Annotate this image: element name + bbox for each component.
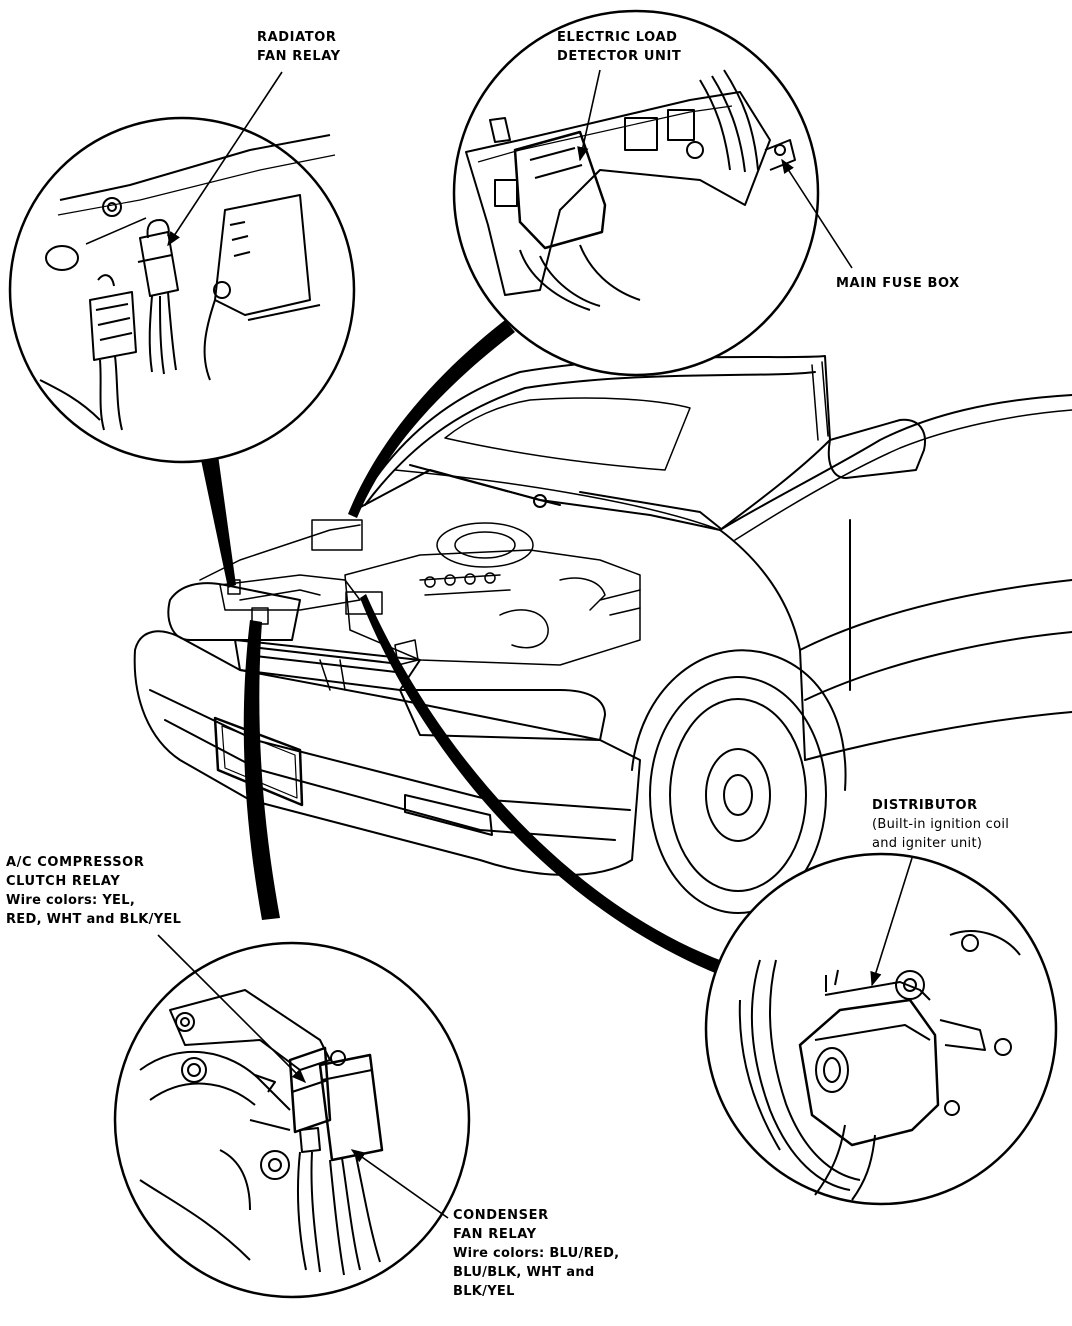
radiator-fan-relay-label-line1: RADIATOR bbox=[257, 30, 337, 45]
radiator-relay-arrow bbox=[167, 71, 283, 247]
wiper-right bbox=[579, 491, 721, 529]
ac-condenser-relay-detail bbox=[113, 941, 471, 1299]
distributor-label-line1: (Built-in ignition coil bbox=[872, 817, 1010, 832]
wheel-arch bbox=[631, 649, 847, 791]
ac-compressor-wire-colors-line2: RED, WHT and BLK/YEL bbox=[6, 912, 182, 927]
fog-lamp bbox=[404, 794, 493, 836]
condenser-fan-relay-body bbox=[318, 1053, 384, 1162]
radiator-fan-relay-detail bbox=[8, 116, 356, 464]
radiator-relay-body bbox=[139, 231, 179, 297]
distributor-sketch bbox=[738, 930, 1021, 1201]
electric-load-detector-label-line1: ELECTRIC LOAD bbox=[557, 30, 678, 45]
ac-clutch-relay-body bbox=[288, 1046, 332, 1134]
radiator-support bbox=[219, 574, 361, 611]
ac-compressor-label-line1: A/C COMPRESSOR bbox=[6, 855, 145, 870]
grille bbox=[234, 639, 421, 691]
front-bumper bbox=[133, 630, 641, 876]
ac-compressor-wire-colors-line1: Wire colors: YEL, bbox=[6, 893, 136, 908]
distributor-label-title: DISTRIBUTOR bbox=[872, 798, 978, 813]
main-fuse-box-label: MAIN FUSE BOX bbox=[836, 274, 960, 293]
fuse-box-sketch bbox=[465, 69, 796, 311]
condenser-wire-colors-line3: BLK/YEL bbox=[453, 1284, 515, 1299]
radiator-relay-sketch bbox=[39, 134, 336, 431]
condenser-relay-arrow bbox=[350, 1149, 449, 1219]
electric-load-detector-label: ELECTRIC LOAD DETECTOR UNIT bbox=[557, 28, 681, 66]
distributor-label-line2: and igniter unit) bbox=[872, 836, 983, 851]
wheel-hub bbox=[705, 748, 771, 842]
side-mirror bbox=[827, 418, 926, 479]
condenser-label-line1: CONDENSER bbox=[453, 1208, 549, 1223]
radiator-fan-relay-label: RADIATOR FAN RELAY bbox=[257, 28, 341, 66]
relay-pair-sketch bbox=[139, 989, 384, 1276]
callout-arrows bbox=[157, 69, 913, 1219]
right-headlamp bbox=[399, 689, 606, 741]
load-detector-arrow bbox=[577, 69, 601, 162]
main-fuse-box-arrow bbox=[781, 158, 853, 269]
distributor-label: DISTRIBUTOR (Built-in ignition coil and … bbox=[872, 796, 1009, 853]
license-plate bbox=[213, 716, 304, 807]
radiator-fan-relay-label-line2: FAN RELAY bbox=[257, 49, 341, 64]
leader-bands bbox=[200, 320, 725, 975]
left-headlamp bbox=[167, 582, 301, 641]
main-fuse-box-label-text: MAIN FUSE BOX bbox=[836, 276, 960, 291]
condenser-fan-relay-label: CONDENSER FAN RELAY Wire colors: BLU/RED… bbox=[453, 1206, 619, 1301]
ac-compressor-clutch-relay-label: A/C COMPRESSOR CLUTCH RELAY Wire colors:… bbox=[6, 853, 181, 929]
condenser-wire-colors-line1: Wire colors: BLU/RED, bbox=[453, 1246, 620, 1261]
bay-relay-box bbox=[311, 519, 363, 551]
wiper-left bbox=[409, 464, 561, 506]
ac-compressor-label-line2: CLUTCH RELAY bbox=[6, 874, 121, 889]
distributor-arrow bbox=[870, 857, 913, 987]
distributor-body bbox=[798, 998, 940, 1147]
car-illustration bbox=[133, 355, 1072, 914]
hood-outline bbox=[354, 355, 831, 531]
air-cleaner bbox=[436, 522, 534, 568]
condenser-label-line2: FAN RELAY bbox=[453, 1227, 537, 1242]
electric-load-detector-label-line2: DETECTOR UNIT bbox=[557, 49, 682, 64]
front-tire bbox=[649, 676, 827, 914]
condenser-wire-colors-line2: BLU/BLK, WHT and bbox=[453, 1265, 595, 1280]
load-detector-unit bbox=[513, 130, 607, 250]
ac-clutch-relay-arrow bbox=[157, 934, 307, 1084]
